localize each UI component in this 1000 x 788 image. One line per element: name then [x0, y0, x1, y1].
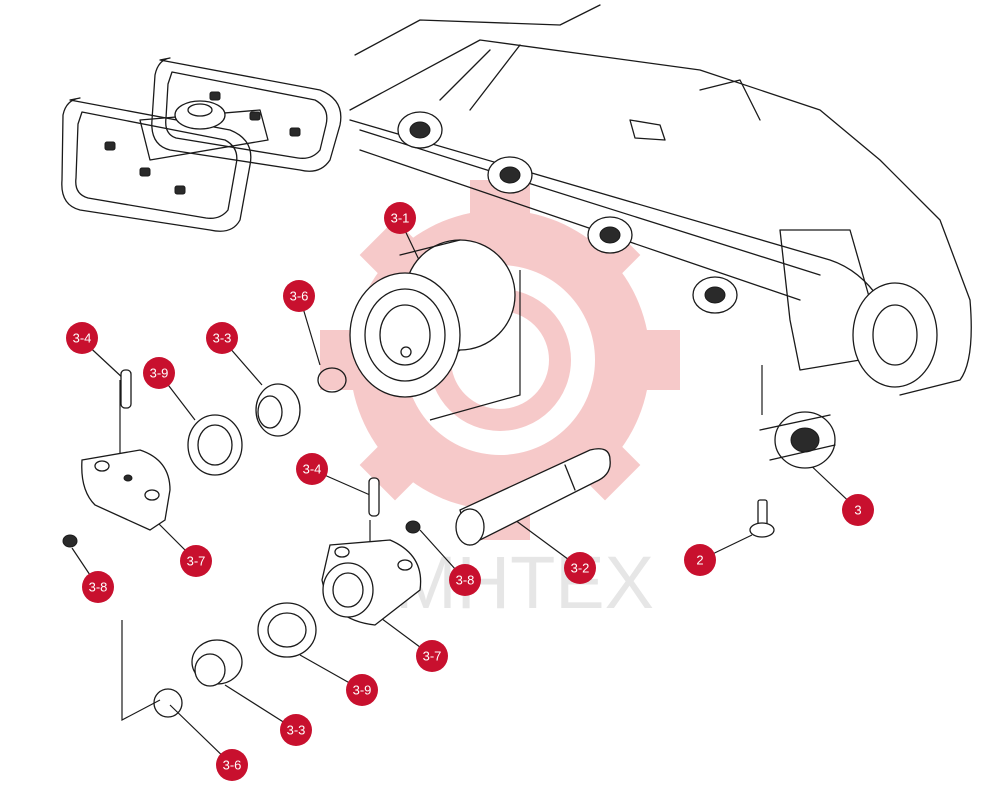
svg-text:3-8: 3-8	[456, 573, 475, 588]
svg-text:3: 3	[854, 503, 861, 518]
callout-3-6-bottom[interactable]: 3-6	[216, 749, 248, 781]
svg-text:2: 2	[696, 553, 703, 568]
svg-text:3-8: 3-8	[89, 580, 108, 595]
svg-text:3-4: 3-4	[303, 462, 322, 477]
part-3-roller-assembly-drawing	[759, 411, 836, 469]
svg-text:3-6: 3-6	[290, 289, 309, 304]
part-3-9-left-seal	[187, 414, 243, 476]
callout-3-7-left[interactable]: 3-7	[180, 545, 212, 577]
callout-3-3-bottom[interactable]: 3-3	[280, 714, 312, 746]
svg-text:3-3: 3-3	[287, 723, 306, 738]
part-3-7-right-bracket	[321, 539, 422, 626]
watermark-gear-icon	[320, 180, 680, 540]
track-roller-3	[587, 216, 633, 254]
svg-text:3-1: 3-1	[391, 211, 410, 226]
track-roller-4	[692, 276, 738, 314]
track-roller-1	[397, 111, 443, 149]
svg-text:3-6: 3-6	[223, 758, 242, 773]
part-3-8-left-plug	[62, 534, 78, 548]
callout-3-1[interactable]: 3-1	[384, 202, 416, 234]
callout-3-4-left[interactable]: 3-4	[66, 322, 98, 354]
part-3-4-left-pin	[120, 369, 132, 409]
part-3-4-mid-pin	[368, 477, 380, 517]
undercarriage-overview-drawing	[61, 57, 342, 232]
callout-2[interactable]: 2	[684, 544, 716, 576]
part-3-6-bottom-oring	[153, 688, 183, 718]
svg-text:3-4: 3-4	[73, 331, 92, 346]
svg-text:3-3: 3-3	[213, 331, 232, 346]
callout-3-3-top[interactable]: 3-3	[206, 322, 238, 354]
callout-3-6-top[interactable]: 3-6	[283, 280, 315, 312]
callout-3-9-bottom[interactable]: 3-9	[346, 674, 378, 706]
callout-3-8-left[interactable]: 3-8	[82, 571, 114, 603]
svg-text:3-7: 3-7	[187, 554, 206, 569]
part-3-2-shaft-drawing	[455, 448, 611, 546]
track-roller-2	[487, 156, 533, 194]
svg-text:3-7: 3-7	[423, 649, 442, 664]
callout-3-7-right[interactable]: 3-7	[416, 640, 448, 672]
part-3-3-bottom-bushing	[191, 639, 243, 687]
part-2-bolt-drawing	[749, 499, 775, 538]
callout-3-9-left[interactable]: 3-9	[143, 357, 175, 389]
track-frame-drawing	[349, 4, 972, 396]
svg-text:3-9: 3-9	[150, 366, 169, 381]
watermark: MHTEX	[320, 180, 680, 624]
callout-3-4-mid[interactable]: 3-4	[296, 453, 328, 485]
part-3-1-roller-drawing	[349, 239, 516, 398]
watermark-text: MHTEX	[395, 541, 654, 624]
part-3-3-top-bushing	[255, 383, 301, 437]
svg-text:3-9: 3-9	[353, 683, 372, 698]
part-3-8-right-plug	[405, 520, 421, 534]
callout-3-2[interactable]: 3-2	[564, 552, 596, 584]
svg-text:3-2: 3-2	[571, 561, 590, 576]
part-3-6-top-oring	[317, 367, 347, 393]
callout-3[interactable]: 3	[842, 494, 874, 526]
part-3-7-left-bracket	[81, 449, 171, 531]
callout-3-8-right[interactable]: 3-8	[449, 564, 481, 596]
part-3-9-bottom-seal	[257, 602, 317, 658]
